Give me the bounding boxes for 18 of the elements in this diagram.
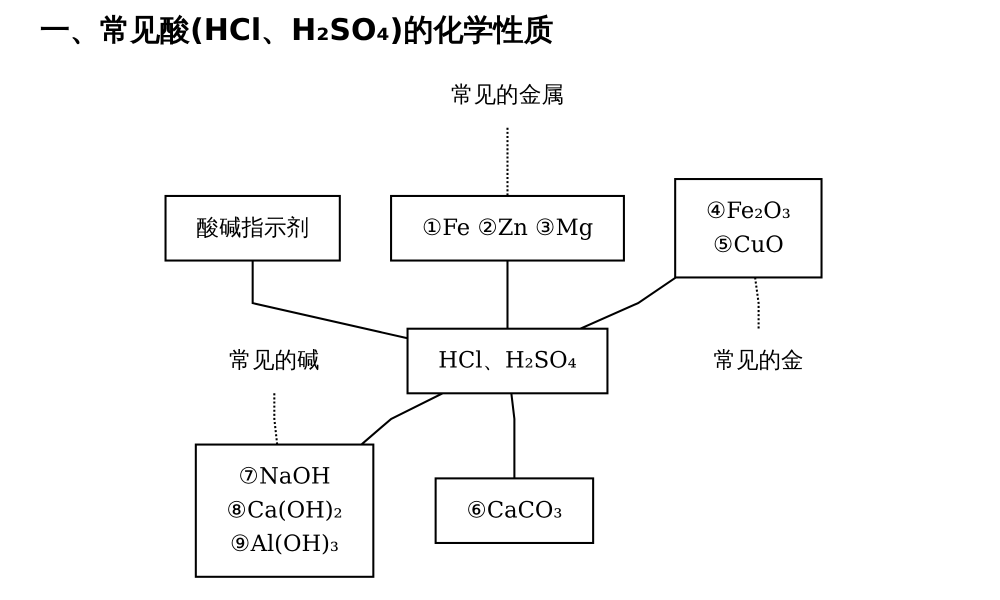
node-text: 常见的金 <box>714 348 804 374</box>
connector <box>273 393 278 445</box>
node-text: 常见的金属 <box>451 82 564 108</box>
node-box: 酸碱指示剂 <box>164 194 341 262</box>
connector <box>754 277 760 329</box>
connector <box>506 260 509 329</box>
title: 一、常见酸(HCl、H₂SO₄)的化学性质 <box>40 12 554 50</box>
connector <box>252 260 408 340</box>
connector <box>360 392 444 446</box>
node-box: ⑦NaOH ⑧Ca(OH)₂ ⑨Al(OH)₃ <box>194 444 374 578</box>
node-text: 常见的碱 <box>229 348 320 374</box>
connector <box>506 128 509 196</box>
node-box: ①Fe ②Zn ③Mg <box>390 194 625 262</box>
connector <box>510 393 516 478</box>
node-box: HCl、H₂SO₄ <box>406 328 608 394</box>
node-box: ④Fe₂O₃ ⑤CuO <box>674 178 823 278</box>
connector <box>580 276 676 330</box>
node-box: ⑥CaCO₃ <box>434 477 594 544</box>
